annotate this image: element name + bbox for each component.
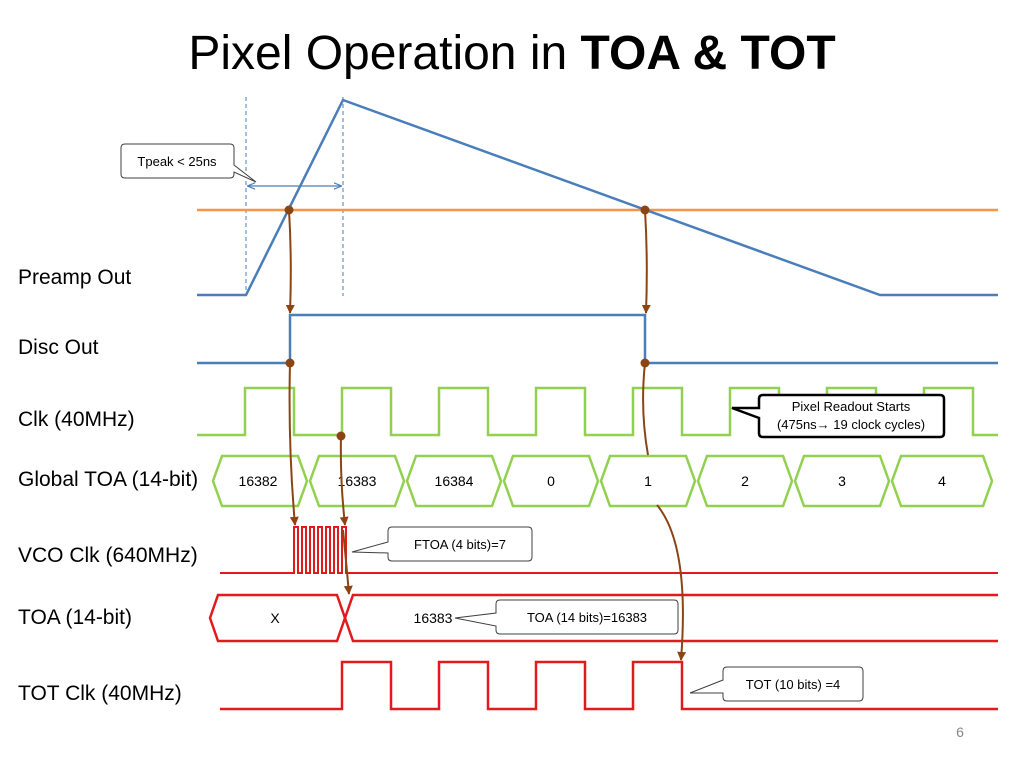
page-number: 6 xyxy=(956,724,964,740)
title-bold: TOA & TOT xyxy=(580,27,836,80)
global-toa-value: 3 xyxy=(838,473,846,489)
global-toa-cell xyxy=(890,454,994,508)
callout-ftoa-text: FTOA (4 bits)=7 xyxy=(414,537,506,552)
event-dot xyxy=(640,358,650,368)
global-toa-cell xyxy=(502,454,600,508)
title-plain: Pixel Operation in xyxy=(188,27,581,80)
callout-readout: Pixel Readout Starts (475ns→ 19 clock cy… xyxy=(731,393,946,439)
label-vco-clk: VCO Clk (640MHz) xyxy=(18,544,198,567)
label-disc-out: Disc Out xyxy=(18,336,99,359)
disc-out-waveform xyxy=(197,313,998,365)
arrow-threshold-to-disc-fall xyxy=(641,209,651,314)
tot-clk-waveform xyxy=(220,660,998,711)
callout-tot-bits: TOT (10 bits) =4 xyxy=(689,666,864,702)
global-toa-value: 4 xyxy=(938,473,946,489)
callout-tpeak-text: Tpeak < 25ns xyxy=(137,154,217,169)
arrow-global-toa-to-tot-stop xyxy=(656,504,687,661)
label-global-toa: Global TOA (14-bit) xyxy=(18,468,199,491)
global-toa-cell xyxy=(405,454,503,508)
arrow-disc-fall-to-global-toa xyxy=(642,362,649,456)
slide-title: Pixel Operation in TOA & TOT xyxy=(0,26,1024,81)
global-toa-value: 2 xyxy=(741,473,749,489)
label-preamp-out: Preamp Out xyxy=(18,266,132,289)
vco-clk-waveform xyxy=(220,526,998,574)
toa-value: 16383 xyxy=(414,610,453,626)
label-tot-clk: TOT Clk (40MHz) xyxy=(18,682,182,705)
event-dot xyxy=(640,205,650,215)
callout-tpeak: Tpeak < 25ns xyxy=(120,143,257,183)
toa-value-x: X xyxy=(270,610,280,626)
callout-ftoa: FTOA (4 bits)=7 xyxy=(351,526,533,562)
global-toa-cell xyxy=(696,454,794,508)
callout-readout-line1: Pixel Readout Starts xyxy=(792,399,911,414)
arrow-vco-to-toa-latch xyxy=(342,529,353,595)
toa-cell-value-line xyxy=(343,593,998,643)
callout-tot-bits-text: TOT (10 bits) =4 xyxy=(746,677,841,692)
callout-toa-bits: TOA (14 bits)=16383 xyxy=(454,599,679,635)
arrow-disc-to-vco-start xyxy=(288,362,299,526)
event-dot xyxy=(336,431,346,441)
global-toa-cell xyxy=(599,454,697,508)
global-toa-cell xyxy=(793,454,891,508)
callout-readout-line2: (475ns→ 19 clock cycles) xyxy=(777,417,925,432)
callout-toa-bits-text: TOA (14 bits)=16383 xyxy=(527,610,647,625)
global-toa-value: 16383 xyxy=(338,473,377,489)
global-toa-value: 0 xyxy=(547,473,555,489)
global-toa-bus: 16382 16383 16384 0 1 2 3 4 xyxy=(211,454,994,508)
label-toa: TOA (14-bit) xyxy=(18,606,132,629)
global-toa-cell xyxy=(308,454,406,508)
arrow-clk-to-vco-stop xyxy=(339,435,349,526)
global-toa-value: 16384 xyxy=(435,473,474,489)
event-dot xyxy=(285,358,295,368)
toa-bus: X 16383 xyxy=(208,593,998,643)
arrow-threshold-to-disc-rise xyxy=(285,209,295,314)
preamp-out-waveform xyxy=(197,98,998,297)
global-toa-value: 16382 xyxy=(239,473,278,489)
event-dot xyxy=(284,205,294,215)
toa-cell-x xyxy=(208,593,347,643)
label-clk: Clk (40MHz) xyxy=(18,408,135,431)
global-toa-value: 1 xyxy=(644,473,652,489)
global-toa-cell xyxy=(211,454,309,508)
